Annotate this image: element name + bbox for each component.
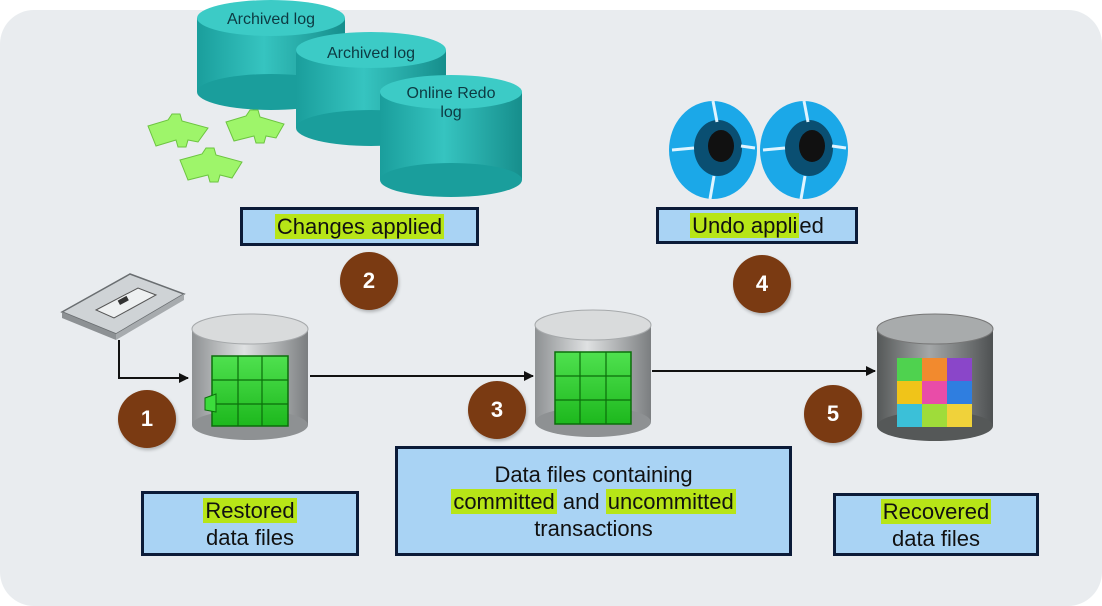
restored-line2: data files bbox=[205, 524, 295, 550]
data-files-line1: Data files containing bbox=[494, 461, 693, 487]
undo-applied-box: Undo applied bbox=[656, 207, 858, 244]
committed-highlight: committed bbox=[451, 488, 557, 514]
recovered-line2: data files bbox=[891, 525, 981, 551]
step-2-badge: 2 bbox=[340, 252, 398, 310]
flow-arrows bbox=[118, 340, 876, 383]
archived-log-label-1: Archived log bbox=[226, 11, 316, 28]
restored-highlight: Restored bbox=[203, 497, 297, 523]
intermediate-database-cylinder bbox=[534, 309, 652, 437]
data-files-and: and bbox=[556, 488, 606, 514]
recovered-highlight: Recovered bbox=[880, 498, 992, 524]
puzzle-pieces-icon bbox=[147, 109, 285, 183]
data-files-line2: committed and uncommitted bbox=[451, 488, 736, 515]
undo-applied-highlight: Undo appli bbox=[690, 213, 800, 238]
data-files-line3: transactions bbox=[534, 515, 653, 541]
changes-applied-text: Changes applied bbox=[274, 213, 445, 240]
uncommitted-highlight: uncommitted bbox=[605, 488, 736, 514]
undo-applied-text: Undo applied bbox=[690, 212, 824, 239]
recovered-data-files-box: Recovered data files bbox=[833, 493, 1039, 556]
archived-log-label-2: Archived log bbox=[326, 45, 416, 62]
changes-applied-highlight: Changes applied bbox=[274, 214, 445, 239]
restored-data-files-box: Restored data files bbox=[141, 491, 359, 556]
undo-disk-icon bbox=[760, 100, 848, 200]
step-1-badge: 1 bbox=[118, 390, 176, 448]
online-redo-log-label: Online Redo log bbox=[383, 84, 519, 122]
online-redo-label-line2: log bbox=[440, 104, 462, 121]
changes-applied-box: Changes applied bbox=[240, 207, 479, 246]
online-redo-label-line1: Online Redo bbox=[406, 85, 496, 102]
restored-database-cylinder bbox=[191, 313, 309, 440]
step-4-badge: 4 bbox=[733, 255, 791, 313]
data-files-containing-box: Data files containing committed and unco… bbox=[395, 446, 792, 556]
online-redo-log-cylinder bbox=[380, 75, 522, 197]
undo-disk-icon bbox=[669, 100, 757, 200]
step-5-badge: 5 bbox=[804, 385, 862, 443]
step-3-badge: 3 bbox=[468, 381, 526, 439]
tape-drive-icon bbox=[60, 273, 186, 340]
undo-applied-rest: ed bbox=[799, 213, 824, 238]
recovered-database-cylinder bbox=[876, 313, 994, 441]
